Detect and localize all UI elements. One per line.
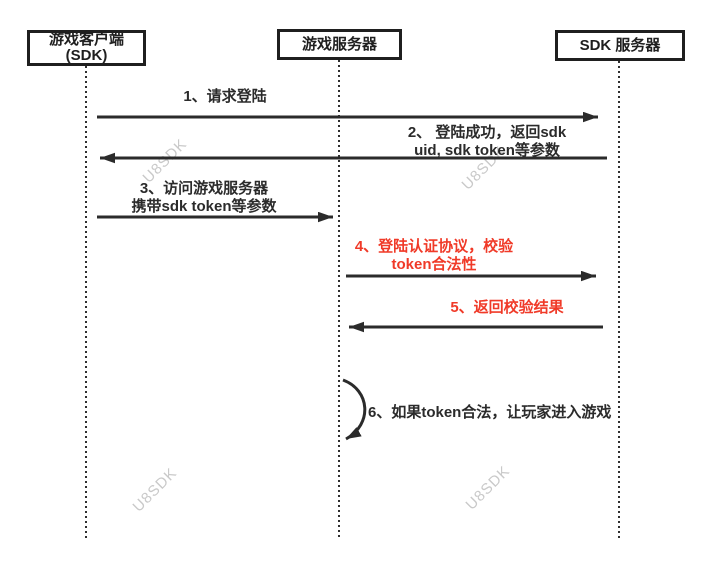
message-3-label-line2: 携带sdk token等参数: [131, 198, 277, 215]
message-3-label: 3、访问游戏服务器 携带sdk token等参数: [131, 180, 276, 216]
actor-sdk-server-label: SDK 服务器: [579, 36, 661, 54]
actor-sdk-server: SDK 服务器: [555, 30, 685, 61]
message-6-self-loop-arrow: [342, 378, 367, 441]
actor-game-client: 游戏客户端 (SDK): [27, 30, 146, 66]
message-2-label: 2、 登陆成功，返回sdk uid, sdk token等参数: [408, 124, 566, 160]
actor-game-client-label-line1: 游戏客户端: [48, 31, 124, 48]
message-2-label-line2: uid, sdk token等参数: [414, 142, 560, 159]
message-5-label: 5、返回校验结果: [450, 299, 563, 317]
message-1-label: 1、请求登陆: [183, 88, 266, 106]
message-1-label-line1: 1、请求登陆: [183, 88, 267, 105]
message-5-label-line1: 5、返回校验结果: [450, 299, 564, 316]
message-2-label-line1: 2、 登陆成功，返回sdk: [407, 124, 567, 141]
lifeline-game-server: [338, 60, 340, 540]
actor-game-server: 游戏服务器: [277, 29, 402, 60]
message-4-label: 4、登陆认证协议，校验 token合法性: [355, 238, 513, 274]
message-3-label-line1: 3、访问游戏服务器: [139, 180, 269, 197]
lifeline-game-client: [85, 66, 87, 540]
lifeline-sdk-server: [618, 61, 620, 540]
message-4-label-line2: token合法性: [391, 256, 477, 273]
message-6-label-line1: 6、如果token合法，让玩家进入游戏: [368, 404, 612, 421]
message-4-label-line1: 4、登陆认证协议，校验: [354, 238, 514, 255]
actor-game-client-label-line2: (SDK): [65, 47, 108, 64]
message-6-label: 6、如果token合法，让玩家进入游戏: [368, 404, 611, 422]
actor-game-server-label: 游戏服务器: [301, 35, 377, 53]
